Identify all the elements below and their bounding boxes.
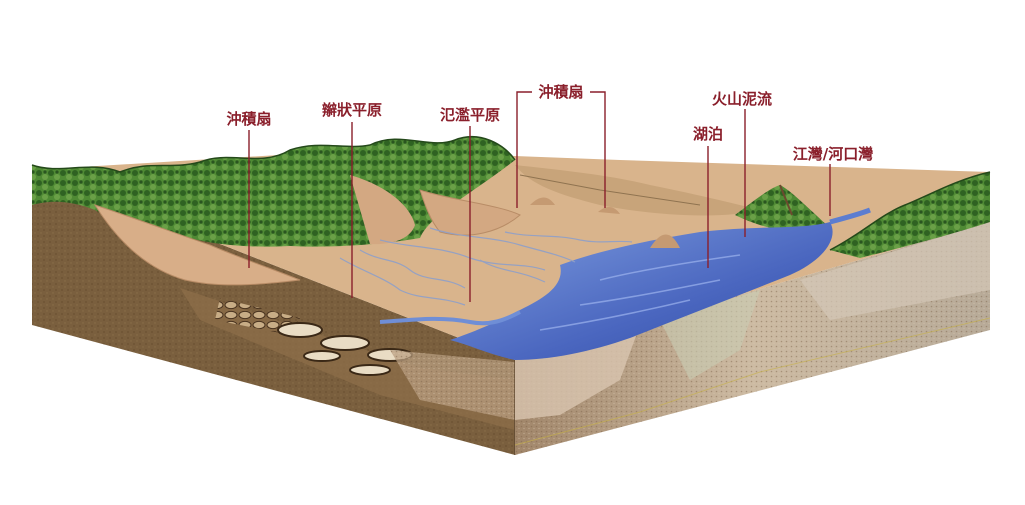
river-mouth-channel — [379, 310, 521, 326]
gravel-lenses — [277, 322, 413, 376]
label-lake: 湖泊 — [693, 125, 723, 143]
labels: 沖積扇 辮狀平原 氾濫平原 沖積扇 湖泊 火山泥流 江灣/河口灣 — [226, 83, 873, 163]
estuary-channel — [829, 207, 871, 225]
label-alluvial-fan-left: 沖積扇 — [226, 110, 271, 128]
volcano — [735, 185, 830, 232]
right-mountains — [830, 172, 990, 258]
label-volcanic-mudflow: 火山泥流 — [712, 90, 772, 108]
leader-lines — [248, 91, 831, 302]
label-alluvial-fan-center: 沖積扇 — [538, 83, 583, 101]
label-braided-plain: 辮狀平原 — [322, 101, 382, 119]
label-floodplain: 氾濫平原 — [440, 106, 500, 124]
label-estuary-delta: 江灣/河口灣 — [793, 145, 873, 163]
leader-alluvial-fan-center — [516, 91, 532, 208]
lake — [450, 222, 833, 360]
